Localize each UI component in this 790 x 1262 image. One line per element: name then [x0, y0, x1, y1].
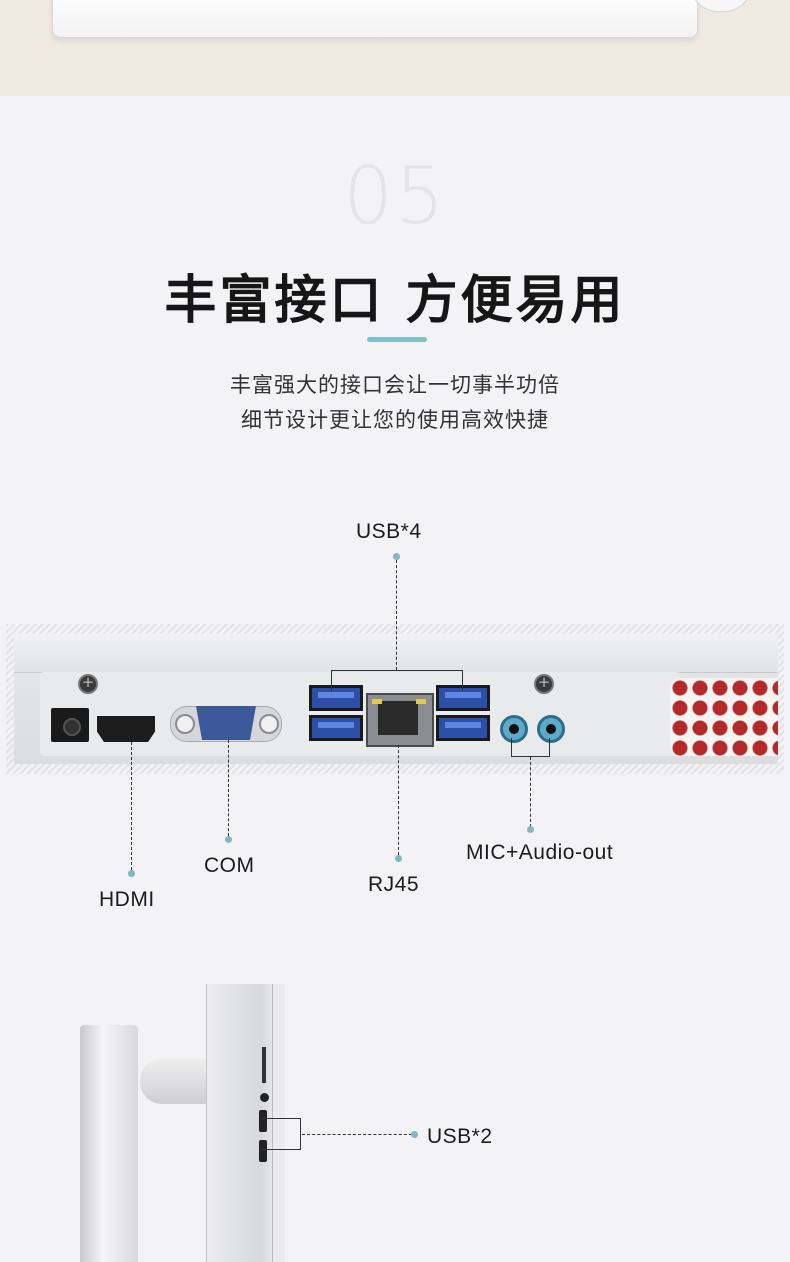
device-side-edge — [272, 984, 285, 1262]
callout-line — [530, 757, 531, 827]
device-bottom-edge — [52, 0, 698, 38]
rj45-led — [372, 699, 382, 704]
callout-dot — [393, 553, 400, 560]
label-com: COM — [204, 854, 255, 877]
label-usb2: USB*2 — [427, 1125, 493, 1148]
accent-divider — [367, 337, 427, 342]
stand-hinge — [140, 1058, 210, 1104]
rj45-led — [416, 699, 426, 704]
audio-bracket — [511, 738, 550, 757]
device-side — [206, 984, 285, 1262]
stand-pole — [80, 1025, 138, 1262]
vent-grille — [670, 678, 778, 756]
callout-dot — [395, 855, 402, 862]
label-mic-audio: MIC+Audio-out — [466, 841, 614, 864]
label-hdmi: HDMI — [99, 888, 155, 911]
rj45-port — [366, 693, 434, 747]
section-number: 05 — [343, 152, 447, 242]
side-usb-port — [259, 1110, 267, 1132]
usb-port — [309, 715, 363, 741]
usb2-bracket — [262, 1118, 301, 1150]
page-title: 丰富接口 方便易用 — [164, 271, 626, 331]
com-port — [196, 706, 256, 740]
label-rj45: RJ45 — [368, 873, 420, 896]
hdmi-port — [97, 716, 155, 742]
callout-line — [131, 742, 132, 870]
com-screw-icon — [259, 714, 279, 734]
callout-dot — [128, 870, 135, 877]
com-screw-icon — [175, 714, 195, 734]
rj45-socket — [378, 701, 418, 735]
side-audio-jack — [260, 1093, 269, 1102]
callout-dot — [225, 836, 232, 843]
screw-icon — [78, 673, 98, 694]
audio-out-jack — [537, 715, 565, 743]
dc-power-port — [51, 708, 89, 742]
usb-port — [436, 685, 490, 711]
card-slot — [262, 1047, 266, 1083]
usb4-bracket — [331, 670, 463, 691]
screw-icon — [534, 673, 554, 694]
side-usb-port — [259, 1140, 267, 1162]
callout-dot — [411, 1131, 418, 1138]
callout-line — [396, 560, 397, 670]
callout-dot — [527, 826, 534, 833]
callout-line — [398, 745, 399, 855]
callout-line — [302, 1134, 412, 1135]
callout-line — [228, 740, 229, 836]
subtitle-line-2: 细节设计更让您的使用高效快捷 — [241, 408, 549, 432]
label-usb4: USB*4 — [356, 520, 422, 543]
mic-jack — [500, 715, 528, 743]
usb-port — [309, 685, 363, 711]
usb-port — [436, 715, 490, 741]
subtitle-line-1: 丰富强大的接口会让一切事半功倍 — [230, 373, 560, 397]
